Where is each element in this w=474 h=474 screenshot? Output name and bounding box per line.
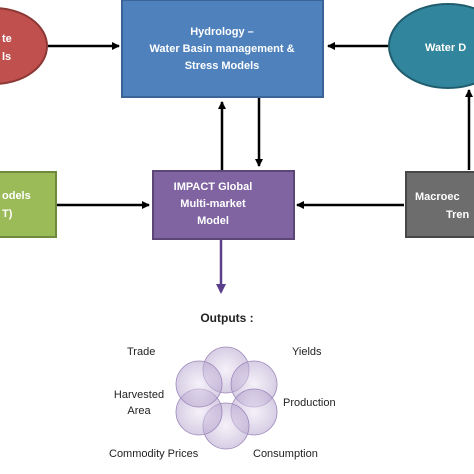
impact-line-1: IMPACT Global <box>174 181 253 193</box>
other-models-node: odels T) <box>0 171 57 238</box>
outputs-flower-icon <box>175 346 278 450</box>
impact-node: IMPACT Global Multi-market Model <box>152 170 295 240</box>
climate-line-1: te <box>2 33 12 45</box>
hydrology-line-3: Stress Models <box>185 60 260 72</box>
connectors <box>48 42 473 294</box>
output-harvested-area-line-2: Area <box>127 405 151 417</box>
impact-line-2: Multi-market <box>180 198 246 210</box>
water-demand-node: Water D <box>388 3 474 89</box>
hydrology-line-2: Water Basin management & <box>149 43 294 55</box>
macro-line-1: Macroec <box>415 191 460 203</box>
hydrology-node: Hydrology – Water Basin management & Str… <box>121 0 324 98</box>
water-demand-label: Water D <box>425 42 466 54</box>
output-trade: Trade <box>127 346 155 358</box>
hydrology-line-1: Hydrology – <box>190 26 254 38</box>
output-commodity-prices: Commodity Prices <box>109 448 199 460</box>
climate-line-2: ls <box>2 51 11 63</box>
climate-node: te ls <box>0 7 48 85</box>
output-yields: Yields <box>292 346 322 358</box>
output-harvested-area-line-1: Harvested <box>114 389 164 401</box>
output-production: Production <box>283 397 336 409</box>
other-models-line-2: T) <box>2 208 13 220</box>
outputs-section: Outputs : Trade Yields Harvested Area Pr… <box>109 311 336 460</box>
outputs-title: Outputs : <box>200 311 253 325</box>
output-consumption: Consumption <box>253 448 318 460</box>
macro-node: Macroec Tren <box>405 171 474 238</box>
macro-line-2: Tren <box>446 209 470 221</box>
impact-line-3: Model <box>197 215 229 227</box>
other-models-line-1: odels <box>2 190 31 202</box>
